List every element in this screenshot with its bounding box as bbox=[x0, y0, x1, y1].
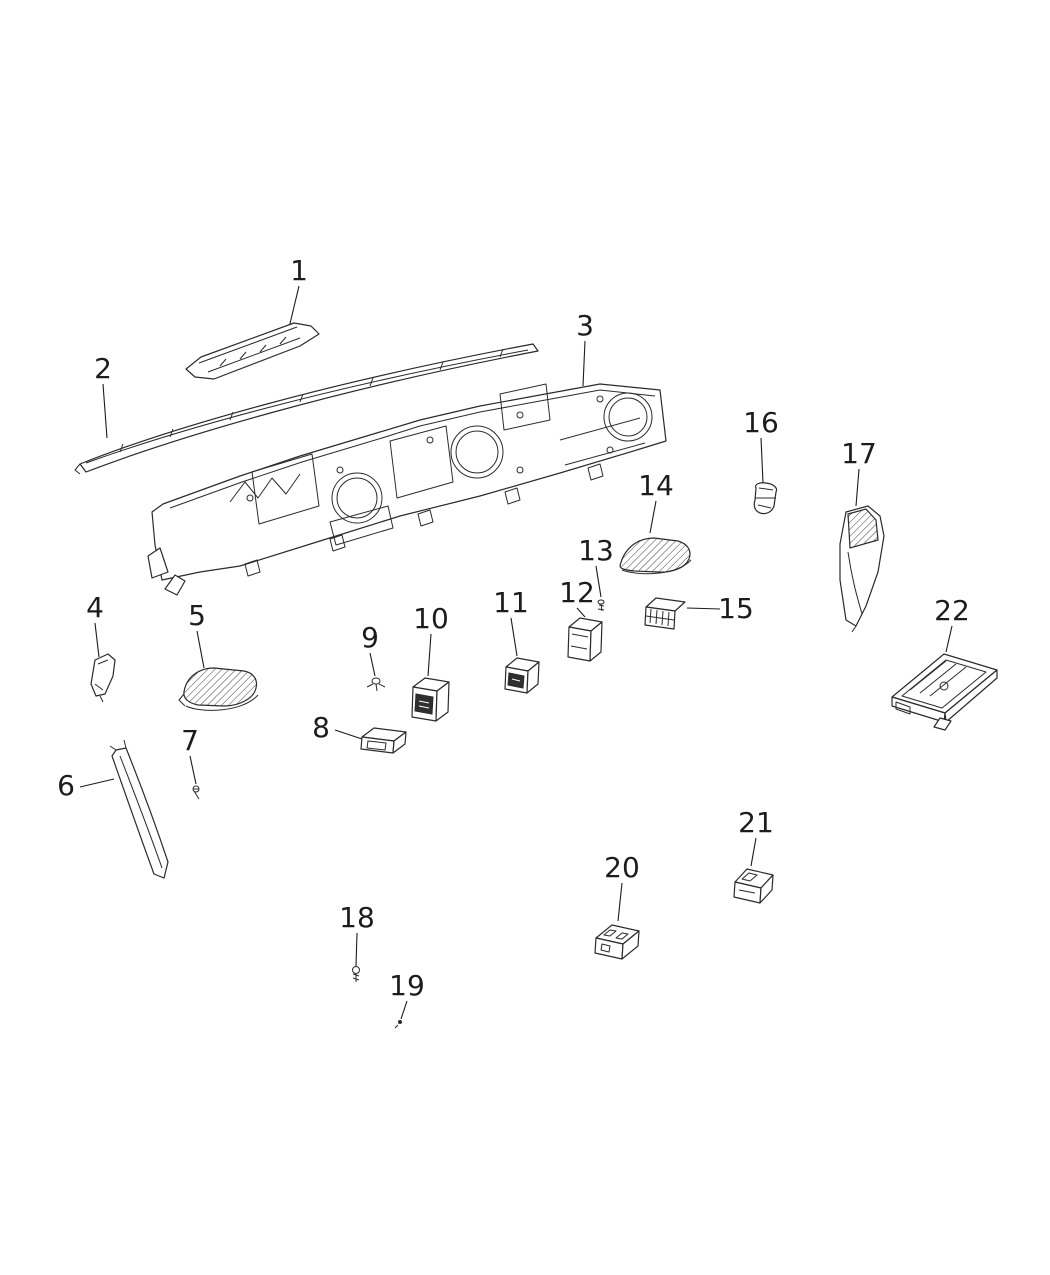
callout-21-label: 21 bbox=[738, 806, 774, 839]
leader-line-16 bbox=[760, 437, 764, 484]
part-2-cowl-trim-drawing bbox=[74, 343, 539, 475]
part-22-module-drawing bbox=[891, 653, 998, 731]
part-21-switch-drawing bbox=[733, 868, 774, 904]
part-3-instrument-panel-frame-drawing bbox=[147, 383, 667, 596]
callout-5-label: 5 bbox=[188, 599, 206, 632]
leader-line-17 bbox=[855, 468, 860, 507]
leader-line-20 bbox=[617, 882, 623, 922]
callout-18-label: 18 bbox=[339, 901, 375, 934]
callout-13-label: 13 bbox=[578, 534, 614, 567]
callout-22-label: 22 bbox=[934, 594, 970, 627]
leader-line-18 bbox=[355, 932, 358, 967]
leader-line-6 bbox=[79, 778, 115, 788]
part-4-end-cap-drawing bbox=[90, 653, 116, 703]
callout-16-label: 16 bbox=[743, 406, 779, 439]
callout-14-label: 14 bbox=[638, 469, 674, 502]
leader-line-19 bbox=[400, 1000, 408, 1020]
callout-7-label: 7 bbox=[181, 724, 199, 757]
callout-15-label: 15 bbox=[718, 592, 754, 625]
part-9-fastener-clip-drawing bbox=[366, 677, 386, 692]
callout-1-label: 1 bbox=[290, 254, 308, 287]
leader-line-21 bbox=[750, 837, 757, 867]
part-16-clip-drawing bbox=[753, 482, 778, 515]
leader-line-22 bbox=[945, 625, 953, 653]
leader-line-13 bbox=[595, 565, 602, 598]
leader-line-11 bbox=[510, 617, 518, 657]
part-10-switch-drawing bbox=[411, 677, 450, 722]
part-5-speaker-grille-left-drawing bbox=[178, 667, 259, 711]
callout-labels: 1 2 3 4 5 6 7 8 9 10 11 12 13 14 15 16 1… bbox=[57, 254, 970, 1002]
callout-9-label: 9 bbox=[361, 621, 379, 654]
callout-6-label: 6 bbox=[57, 769, 75, 802]
callout-8-label: 8 bbox=[312, 711, 330, 744]
leader-line-2 bbox=[102, 383, 108, 439]
leader-line-9 bbox=[369, 652, 376, 677]
part-20-connector-drawing bbox=[594, 924, 640, 960]
part-13-screw-drawing bbox=[597, 599, 605, 612]
leader-line-5 bbox=[196, 630, 205, 669]
part-18-screw-drawing bbox=[352, 966, 360, 982]
part-6-a-pillar-trim-left-drawing bbox=[109, 739, 169, 879]
leader-line-14 bbox=[649, 500, 657, 534]
leader-line-4 bbox=[94, 622, 100, 658]
part-17-a-pillar-trim-right-drawing bbox=[839, 505, 885, 633]
callout-12-label: 12 bbox=[559, 576, 595, 609]
part-11-switch-drawing bbox=[504, 657, 540, 694]
callout-17-label: 17 bbox=[841, 437, 877, 470]
part-1-defroster-trim-drawing bbox=[185, 322, 320, 380]
callout-10-label: 10 bbox=[413, 602, 449, 635]
leader-line-7 bbox=[189, 755, 197, 785]
part-8-switch-drawing bbox=[360, 727, 407, 754]
leader-line-8 bbox=[334, 729, 363, 740]
leader-line-10 bbox=[427, 633, 432, 677]
callout-19-label: 19 bbox=[389, 969, 425, 1002]
leader-line-15 bbox=[686, 607, 721, 610]
callout-3-label: 3 bbox=[576, 309, 594, 342]
part-12-switch-drawing bbox=[567, 617, 603, 662]
callout-11-label: 11 bbox=[493, 586, 529, 619]
leader-lines bbox=[79, 285, 953, 1020]
callout-4-label: 4 bbox=[86, 591, 104, 624]
part-15-switch-block-drawing bbox=[644, 597, 686, 630]
leader-line-3 bbox=[582, 340, 586, 387]
part-19-pin-drawing bbox=[394, 1020, 402, 1029]
part-7-screw-drawing bbox=[192, 785, 200, 800]
leader-line-12 bbox=[576, 607, 586, 618]
callout-2-label: 2 bbox=[94, 352, 112, 385]
callout-20-label: 20 bbox=[604, 851, 640, 884]
part-14-speaker-grille-right-drawing bbox=[619, 537, 692, 575]
